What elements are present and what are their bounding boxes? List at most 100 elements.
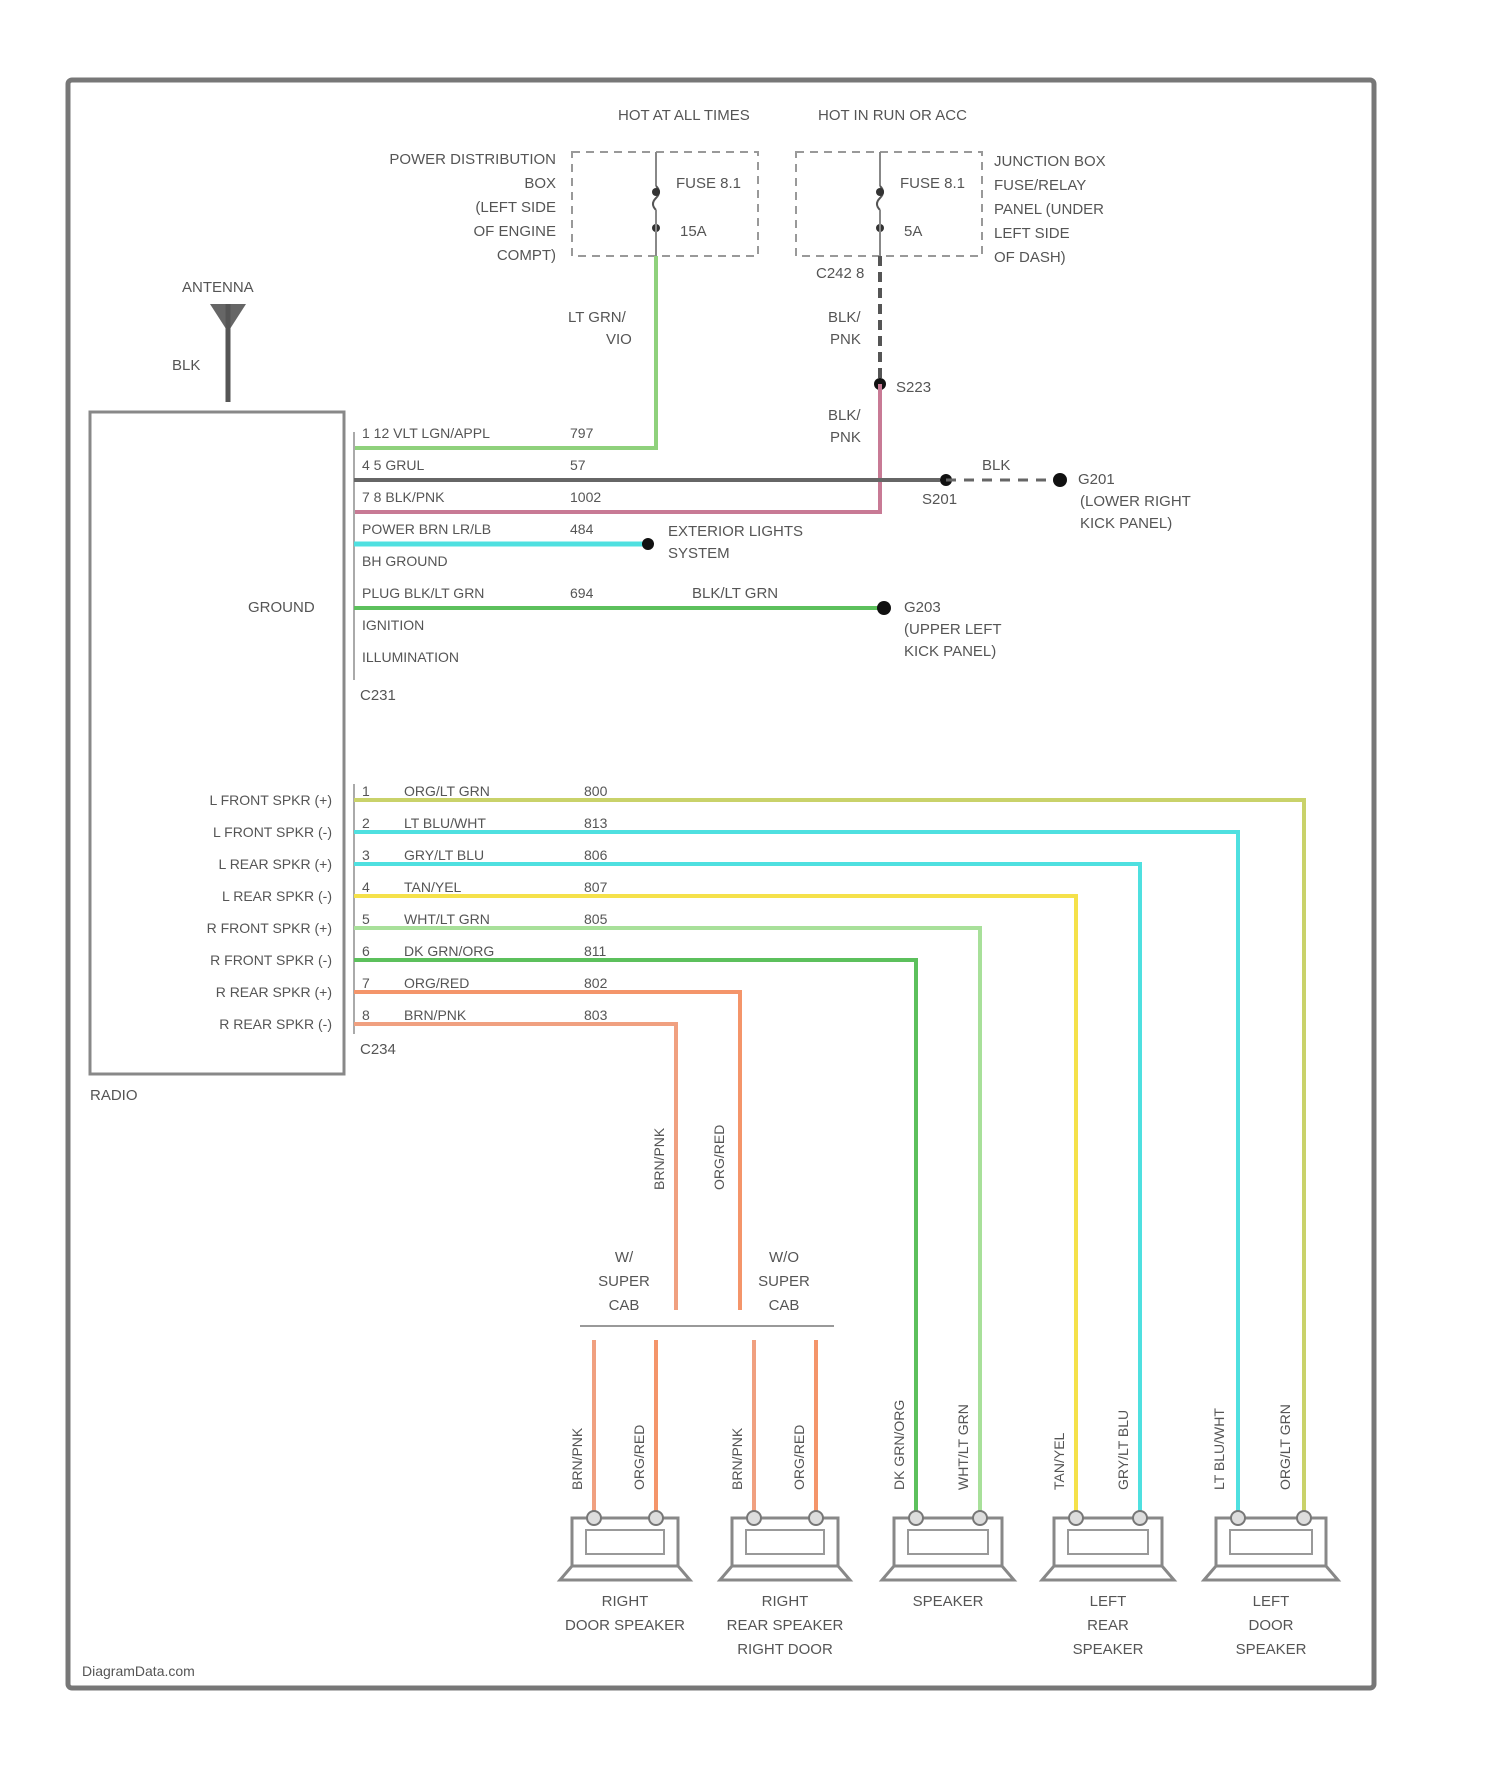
wire-blk-pnk-label-2a: BLK/: [828, 407, 861, 424]
splice-s223: S223: [896, 379, 931, 396]
fuse-right-name: FUSE 8.1: [900, 175, 965, 192]
speaker-pin-wire: LT BLU/WHT: [404, 815, 486, 831]
speaker-label: SPEAKER: [1236, 1641, 1307, 1658]
speaker-label: SPEAKER: [913, 1593, 984, 1610]
splice-s201-label: S201: [922, 491, 957, 508]
speaker-label: SPEAKER: [1073, 1641, 1144, 1658]
speaker-label: DOOR: [1249, 1617, 1294, 1634]
svg-text:694: 694: [570, 585, 594, 601]
w-super-cab-label: W/ SUPER CAB: [598, 1249, 650, 1314]
ground-g203-loc-2: KICK PANEL): [904, 643, 996, 660]
speaker-pin-circuit: 800: [584, 783, 608, 799]
speaker-pin-wire: ORG/LT GRN: [404, 783, 490, 799]
speaker-wire: [354, 992, 740, 1310]
svg-text:JUNCTION BOX: JUNCTION BOX: [994, 153, 1106, 170]
svg-text:797: 797: [570, 425, 594, 441]
svg-text:ILLUMINATION: ILLUMINATION: [362, 649, 459, 665]
speaker-pin-circuit: 802: [584, 975, 608, 991]
speaker-wire-label: ORG/LT GRN: [1277, 1404, 1293, 1490]
wire-blk-pnk-label-1a: BLK/: [828, 309, 861, 326]
exterior-lights-dot: [642, 538, 654, 550]
speaker-wire-label: BRN/PNK: [569, 1427, 585, 1490]
wire-blk-lt-grn-label: BLK/LT GRN: [692, 585, 778, 602]
svg-text:PANEL (UNDER: PANEL (UNDER: [994, 201, 1104, 218]
wo-super-cab-label: W/O SUPER CAB: [758, 1249, 810, 1314]
svg-text:484: 484: [570, 521, 594, 537]
watermark: DiagramData.com: [82, 1663, 195, 1679]
speaker-pin-wire: BRN/PNK: [404, 1007, 467, 1023]
svg-text:POWER BRN LR/LB: POWER BRN LR/LB: [362, 521, 491, 537]
speaker-label: LEFT: [1090, 1593, 1127, 1610]
fuse-right-amp: 5A: [904, 223, 922, 240]
speaker-pin-number: 4: [362, 879, 370, 895]
svg-text:CAB: CAB: [609, 1297, 640, 1314]
radio-box: [90, 412, 344, 1074]
ground-g203-dot: [877, 601, 891, 615]
svg-text:OF ENGINE: OF ENGINE: [473, 223, 556, 240]
svg-text:W/O: W/O: [769, 1249, 799, 1266]
speaker-wire-label: TAN/YEL: [1051, 1432, 1067, 1490]
connector-c231: C231: [360, 687, 396, 704]
radio-ground-label: GROUND: [248, 599, 315, 616]
svg-text:(LEFT SIDE: (LEFT SIDE: [475, 199, 556, 216]
speaker-pin-label: R FRONT SPKR (+): [207, 920, 332, 936]
speaker-drops: BRN/PNKORG/REDBRN/PNKORG/REDDK GRN/ORGWH…: [569, 1340, 1293, 1518]
pdb-label: POWER DISTRIBUTION BOX (LEFT SIDE OF ENG…: [389, 151, 556, 264]
speaker-pin-number: 2: [362, 815, 370, 831]
speaker-icon: SPEAKER: [882, 1511, 1014, 1610]
svg-text:BOX: BOX: [524, 175, 556, 192]
ground-g201-label: G201: [1078, 471, 1115, 488]
speaker-pin-label: L FRONT SPKR (+): [209, 792, 332, 808]
svg-text:57: 57: [570, 457, 586, 473]
speaker-pin-number: 8: [362, 1007, 370, 1023]
ground-g203-label: G203: [904, 599, 941, 616]
svg-text:7 8 BLK/PNK: 7 8 BLK/PNK: [362, 489, 445, 505]
svg-text:1 12 VLT LGN/APPL: 1 12 VLT LGN/APPL: [362, 425, 490, 441]
speaker-pin-circuit: 806: [584, 847, 608, 863]
antenna-cable-label: BLK: [172, 357, 200, 374]
junction-box-label: JUNCTION BOX FUSE/RELAY PANEL (UNDER LEF…: [994, 153, 1106, 266]
svg-text:BH GROUND: BH GROUND: [362, 553, 448, 569]
exterior-lights-label-2: SYSTEM: [668, 545, 730, 562]
speaker-pin-wire: TAN/YEL: [404, 879, 462, 895]
speaker-icon: LEFT DOOR SPEAKER: [1204, 1511, 1338, 1658]
speaker-pin-circuit: 803: [584, 1007, 608, 1023]
speaker-pin-number: 1: [362, 783, 370, 799]
speaker-pin-number: 3: [362, 847, 370, 863]
speaker-pin-label: R REAR SPKR (+): [216, 984, 332, 1000]
speaker-wire: [354, 800, 1304, 1518]
speaker-wires: [354, 800, 1304, 1518]
radio-label: RADIO: [90, 1087, 138, 1104]
speaker-pin-wire: WHT/LT GRN: [404, 911, 490, 927]
ground-g201-dot: [1053, 473, 1067, 487]
svg-text:W/: W/: [615, 1249, 634, 1266]
wire-lt-grn-vio: [354, 256, 656, 448]
svg-text:COMPT): COMPT): [497, 247, 556, 264]
speaker-wire-label: ORG/RED: [631, 1425, 647, 1490]
speaker-pin-circuit: 811: [584, 943, 607, 959]
wire-lt-grn-label-2: VIO: [606, 331, 632, 348]
pdb-dashed-box: [572, 152, 758, 256]
fuse-left-name: FUSE 8.1: [676, 175, 741, 192]
speaker-pin-circuit: 813: [584, 815, 608, 831]
exterior-lights-label-1: EXTERIOR LIGHTS: [668, 523, 803, 540]
speakers: RIGHT DOOR SPEAKER RIGHTREAR SPEAKERRIGHT …: [560, 1511, 1338, 1658]
speaker-pin-circuit: 807: [584, 879, 608, 895]
connector-c234: C234: [360, 1041, 396, 1058]
svg-text:CAB: CAB: [769, 1297, 800, 1314]
speaker-icon: LEFTREARSPEAKER: [1042, 1511, 1174, 1658]
speaker-pin-label: R FRONT SPKR (-): [210, 952, 332, 968]
svg-text:PLUG BLK/LT GRN: PLUG BLK/LT GRN: [362, 585, 484, 601]
speaker-pin-label: L REAR SPKR (-): [222, 888, 332, 904]
vert-label-org-red: ORG/RED: [711, 1125, 727, 1190]
speaker-pin-circuit: 805: [584, 911, 608, 927]
speaker-label: RIGHT: [602, 1593, 649, 1610]
svg-text:OF DASH): OF DASH): [994, 249, 1066, 266]
fuse-left: [652, 152, 660, 256]
wire-lt-grn-label: LT GRN/: [568, 309, 627, 326]
wire-blk-pnk-label-2b: PNK: [830, 429, 861, 446]
speaker-wire-label: WHT/LT GRN: [955, 1404, 971, 1490]
speaker-label: LEFT: [1253, 1593, 1290, 1610]
speaker-wire-label: ORG/RED: [791, 1425, 807, 1490]
